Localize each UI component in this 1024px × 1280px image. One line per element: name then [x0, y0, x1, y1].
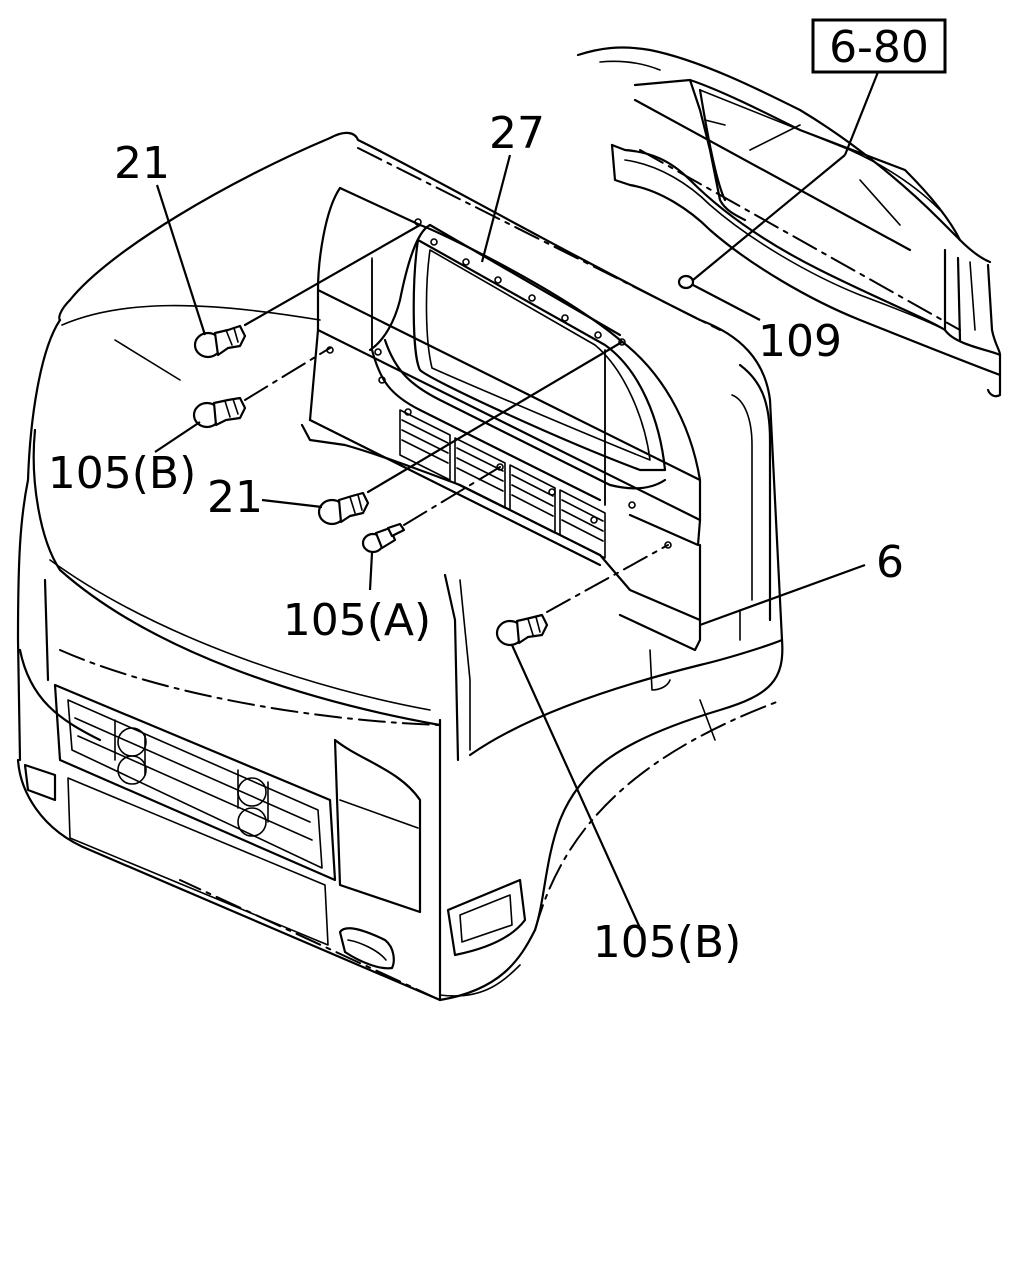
callout-27: 27 [489, 108, 545, 159]
callout-109: 109 [758, 316, 842, 367]
reference-box-label: 6-80 [829, 22, 929, 73]
callout-105b-left: 105(B) [48, 448, 197, 499]
clip-21-top [193, 324, 247, 359]
callout-105b-bottom: 105(B) [593, 917, 742, 968]
callout-105a: 105(A) [283, 595, 431, 646]
callout-labels: 21 27 109 105(B) 21 105(A) 6 105(B) [48, 108, 904, 968]
rear-glass-27 [316, 186, 702, 506]
screw-105a [361, 522, 406, 554]
callout-6: 6 [876, 537, 904, 588]
panel-louvers [399, 409, 606, 559]
rear-roof-assembly [576, 46, 1002, 398]
leader-lines [154, 71, 880, 929]
truck-cab [16, 131, 784, 1002]
reference-box: 6-80 [811, 18, 947, 74]
install-guides [243, 223, 669, 613]
grommet-109 [677, 274, 695, 290]
clip-105b-bottom [495, 613, 549, 647]
callout-21-mid: 21 [207, 472, 263, 523]
callout-21-top: 21 [114, 138, 170, 189]
back-panel-6 [300, 288, 702, 652]
clip-105b-left [192, 396, 247, 429]
clip-21-mid [317, 491, 370, 526]
